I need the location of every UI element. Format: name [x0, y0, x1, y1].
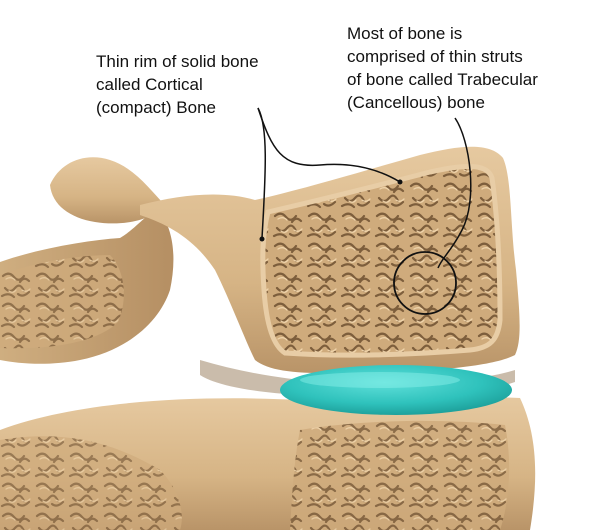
trabecular-label-line-2: comprised of thin struts — [347, 47, 523, 66]
leader-dot-cortical-b — [397, 179, 403, 185]
cortical-bone-label: Thin rim of solid bone called Cortical (… — [96, 50, 259, 119]
cortical-label-line-1: Thin rim of solid bone — [96, 52, 259, 71]
cortical-label-line-2: called Cortical — [96, 75, 203, 94]
trabecular-label-line-1: Most of bone is — [347, 24, 463, 43]
posterior-element-texture — [0, 255, 124, 349]
trabecular-label-line-4: (Cancellous) bone — [347, 93, 485, 112]
trabecular-interior — [262, 166, 500, 356]
lower-vertebra-texture — [290, 420, 510, 530]
trabecular-bone-label: Most of bone is comprised of thin struts… — [347, 22, 538, 114]
cortical-rim — [260, 164, 503, 358]
leader-line-trabecular — [437, 117, 472, 269]
leader-dot-cortical-a — [259, 236, 265, 242]
leader-line-cortical-b — [257, 107, 401, 183]
trabecular-callout-circle — [393, 251, 457, 315]
superior-process — [50, 157, 165, 224]
cortical-label-line-3: (compact) Bone — [96, 98, 216, 117]
trabecular-label-line-3: of bone called Trabecular — [347, 70, 538, 89]
disc-highlight — [300, 372, 460, 388]
lower-left-bone — [0, 436, 182, 530]
intervertebral-disc — [280, 365, 512, 415]
